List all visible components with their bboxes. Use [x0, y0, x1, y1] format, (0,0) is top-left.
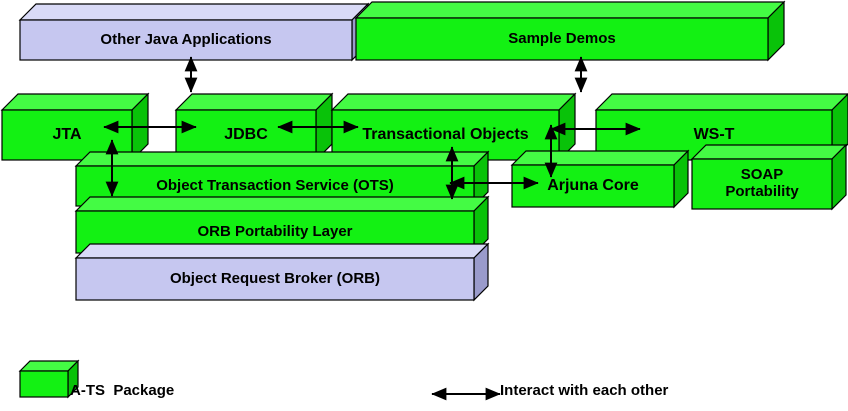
legend-package-swatch: [18, 359, 80, 399]
arrows-layer: [103, 56, 641, 200]
legend-layer: [18, 359, 501, 401]
box-arjuna-core-top-face: [510, 150, 690, 166]
box-jdbc-top-face: [174, 93, 334, 111]
box-other-java-applications-top-face: [18, 3, 370, 21]
box-sample-demos-top-face: [354, 1, 786, 19]
box-sample-demos: [354, 0, 786, 62]
box-object-request-broker-top-face: [74, 243, 490, 259]
legend-package-swatch-front-face: [19, 370, 69, 398]
box-transactional-objects: [330, 92, 577, 162]
box-transactional-objects-top-face: [330, 93, 577, 111]
boxes-layer: [0, 0, 848, 302]
box-object-request-broker: [74, 242, 490, 302]
box-sample-demos-front-face: [355, 17, 769, 61]
box-soap-portability-top-face: [690, 144, 848, 160]
box-arjuna-core: [510, 149, 690, 209]
box-jta-top-face: [0, 93, 150, 111]
box-ws-t-top-face: [594, 93, 848, 111]
box-arjuna-core-front-face: [511, 164, 675, 208]
box-soap-portability: [690, 143, 848, 211]
box-object-request-broker-front-face: [75, 257, 475, 301]
box-soap-portability-front-face: [691, 158, 833, 210]
box-orb-portability-layer-top-face: [74, 196, 490, 212]
legend-package-label: A-TS Package: [70, 382, 175, 399]
box-object-transaction-service-top-face: [74, 151, 490, 167]
legend-arrow-label: Interact with each other: [500, 382, 669, 399]
box-other-java-applications-front-face: [19, 19, 353, 61]
box-other-java-applications: [18, 2, 370, 62]
